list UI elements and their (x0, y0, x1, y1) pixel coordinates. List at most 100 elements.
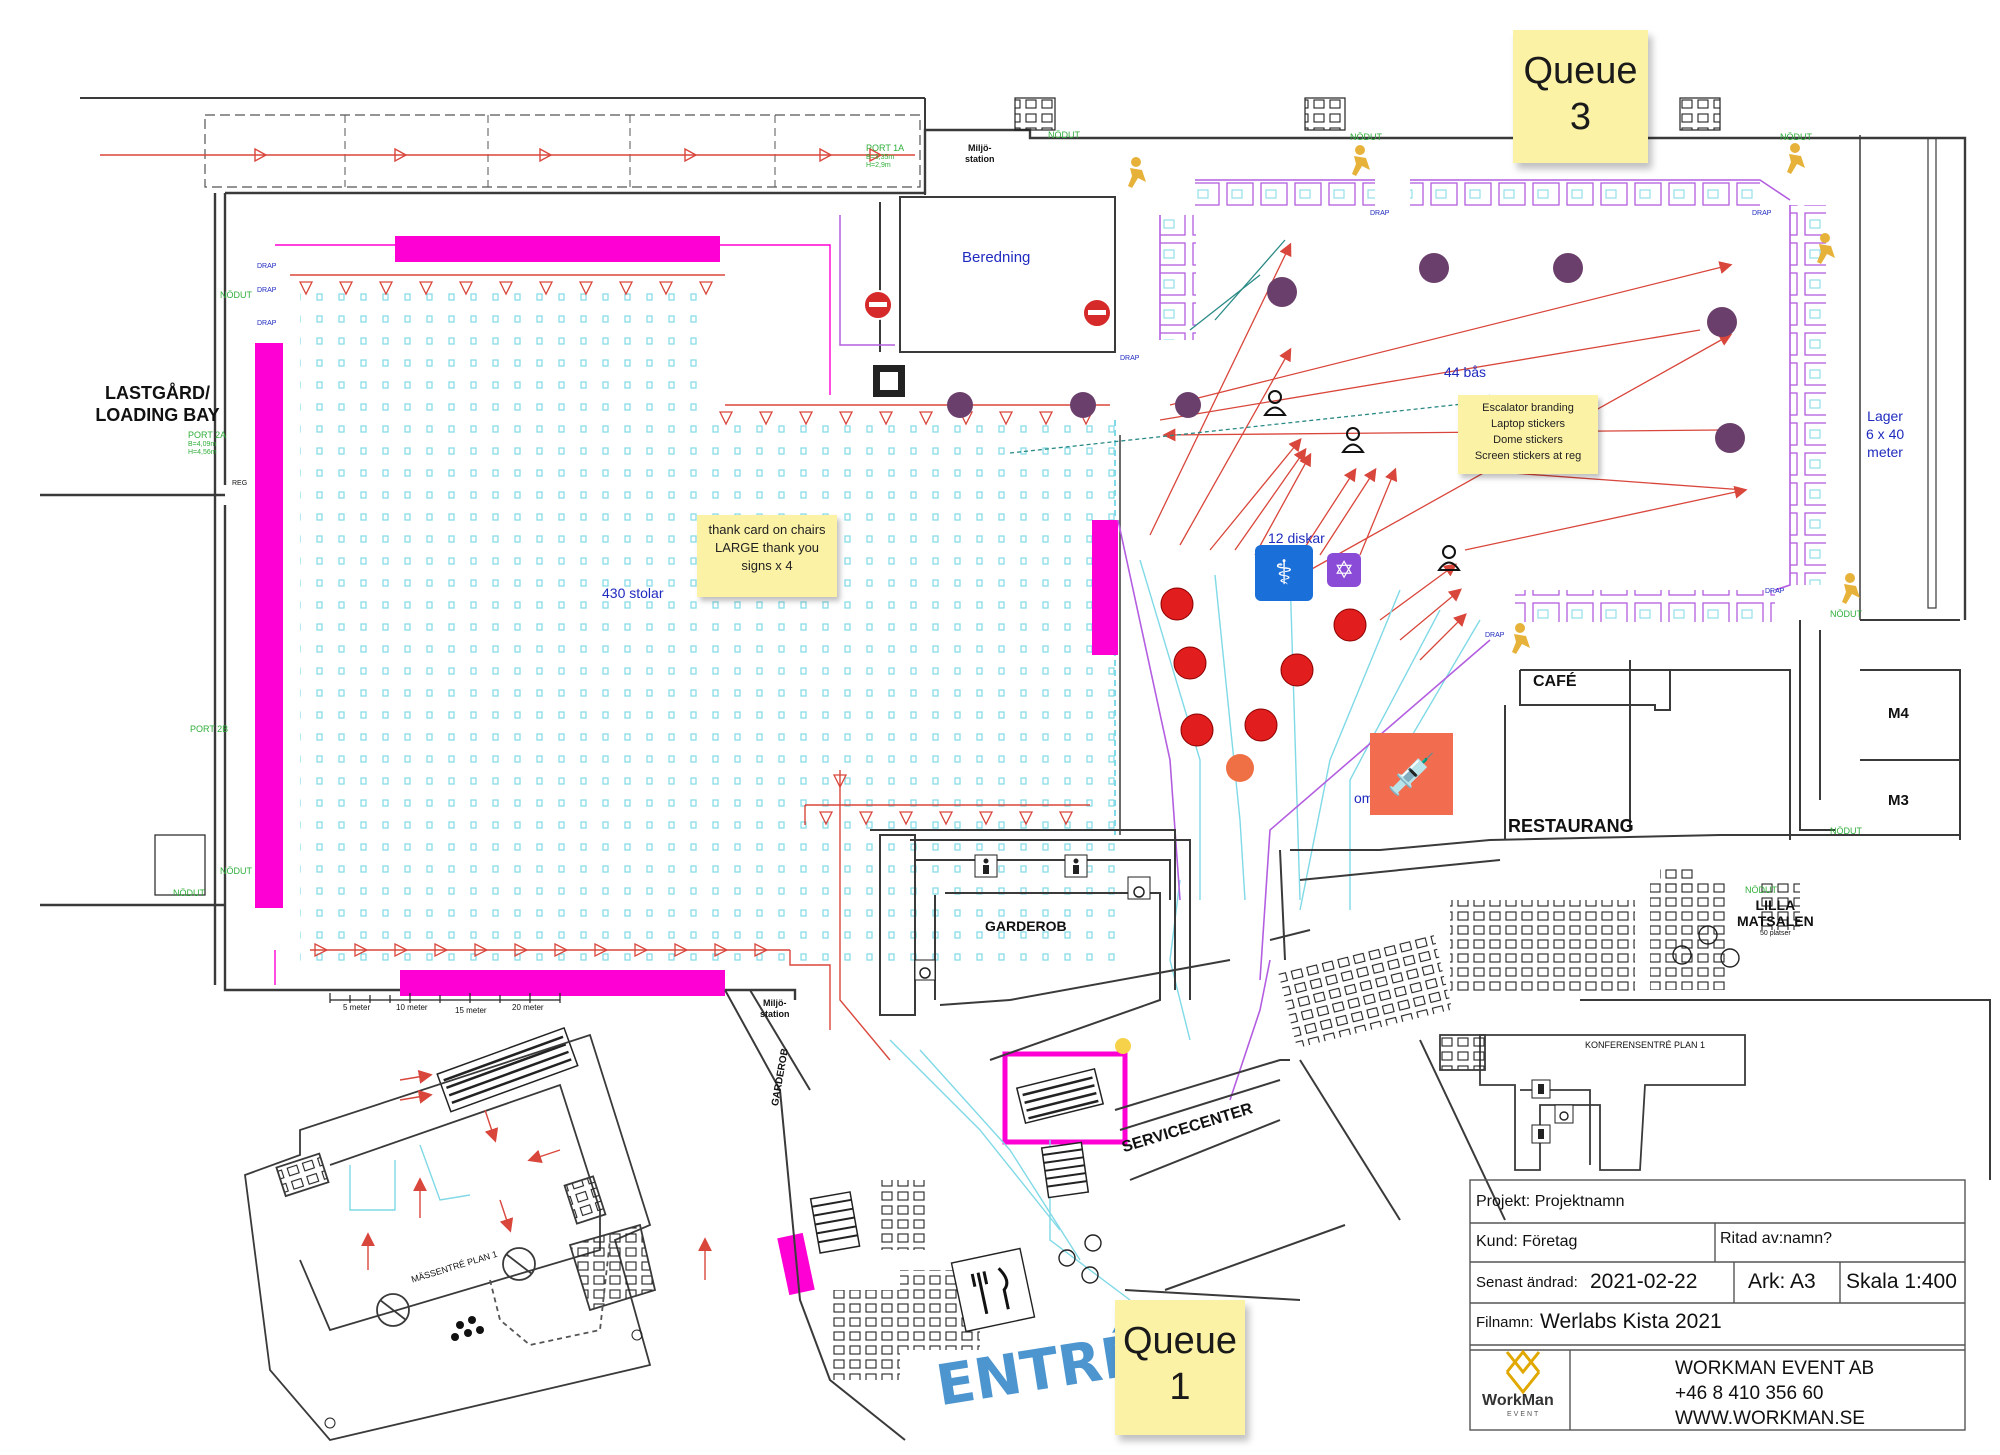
flower-icon (451, 1316, 484, 1341)
booth-area (1159, 135, 1937, 622)
lilla-line-1: LILLA (1755, 897, 1796, 913)
cafe-walls (1504, 620, 1835, 840)
lilla-line-3: 50 platser (1759, 930, 1791, 937)
port-1a-label: PORT 1A (866, 143, 905, 153)
drap-label-1: DRAP (257, 263, 277, 270)
lobby-walls (724, 619, 1991, 1441)
wheelchair-icon (1127, 876, 1151, 900)
note-line: LARGE thank you (714, 540, 820, 555)
sheet-size: Ark: A3 (1748, 1270, 1816, 1293)
circulation-lines (889, 559, 1481, 1301)
queue-number: 3 (1569, 96, 1592, 138)
nodut-label-1: NÖDUT (220, 290, 252, 300)
round-tables (1058, 925, 1740, 1284)
logo-wordmark: WorkMan (1482, 1392, 1554, 1409)
flow-lines (290, 274, 1110, 1061)
drap-label-2: DRAP (257, 287, 277, 294)
beredning-room (839, 196, 1116, 353)
drap-label-8: DRAP (1765, 588, 1785, 595)
scale-bar (329, 993, 561, 1003)
drap-label-3: DRAP (257, 320, 277, 327)
dot-marker (324, 1417, 336, 1429)
restaurang-label: RESTAURANG (1508, 816, 1634, 836)
escalator-branding-note[interactable]: Escalator branding Laptop stickers Dome … (1458, 395, 1598, 474)
scale-20m: 20 meter (512, 1003, 544, 1012)
queue-1-note[interactable]: Queue 1 (1115, 1300, 1245, 1435)
loading-corridor (80, 97, 926, 195)
purple-paths (1117, 519, 1491, 1101)
miljo-station-label-2: Miljö- station (760, 998, 790, 1020)
reg-label: REG (232, 480, 248, 487)
chairs-count-label: 430 stolar (602, 585, 664, 601)
miljo-line-1: Miljö- (968, 143, 992, 153)
flow-triangles (298, 281, 1094, 958)
nodut-label-6: NÖDUT (173, 888, 205, 898)
room-m3-label: M3 (1888, 792, 1909, 809)
miljo-line-2: station (760, 1009, 790, 1019)
note-line: signs x 4 (741, 558, 793, 573)
port-2a-dims: B=4,09m H=4,56m (188, 441, 217, 456)
drawing-scale: Skala 1:400 (1846, 1270, 1957, 1293)
workman-logo (1505, 1349, 1541, 1395)
note-line: Laptop stickers (1491, 418, 1565, 430)
desks-count-label: 12 diskar (1268, 530, 1325, 546)
loading-bay-line-1: LASTGÅRD/ (105, 383, 210, 403)
toilet-icon (974, 854, 998, 878)
company-name: WORKMAN EVENT AB (1675, 1358, 1875, 1379)
last-modified-value: 2021-02-22 (1590, 1270, 1698, 1293)
massentre-inset (244, 1033, 657, 1442)
queue-number: 1 (1169, 1366, 1191, 1408)
dot-marker (631, 1329, 643, 1341)
queue-label: Queue (1122, 1320, 1238, 1362)
person-icon (1437, 545, 1461, 571)
beredning-label: Beredning (962, 249, 1031, 266)
drap-label-5: DRAP (1752, 210, 1772, 217)
konferens-label: KONFERENSENTRÉ PLAN 1 (1585, 1040, 1706, 1050)
cocktail-tables (947, 253, 1745, 453)
company-web: WWW.WORKMAN.SE (1675, 1408, 1865, 1429)
filename-value: Werlabs Kista 2021 (1540, 1310, 1722, 1333)
miljo-station-label: Miljö- station (965, 143, 995, 165)
toilet-icon (1531, 1079, 1551, 1099)
seating-area (274, 244, 1121, 985)
miljo-line-1: Miljö- (763, 998, 787, 1008)
queue-3-note[interactable]: Queue 3 (1513, 30, 1648, 163)
nodut-label-2: NÖDUT (1048, 130, 1080, 140)
garderob-label: GARDEROB (985, 918, 1067, 934)
lager-line-2: 6 x 40 (1866, 426, 1905, 442)
person-icon (1341, 427, 1365, 453)
cutlery-icon (950, 1247, 1036, 1333)
nodut-label-7: NÖDUT (1830, 609, 1862, 619)
escalator-icon (436, 1026, 1105, 1254)
company-phone: +46 8 410 356 60 (1675, 1383, 1824, 1404)
scale-15m: 15 meter (455, 1006, 487, 1015)
no-entry-icon (863, 290, 893, 320)
client-name: Kund: Företag (1476, 1233, 1578, 1250)
massentre-flows (361, 1069, 712, 1280)
om-label: om (1354, 790, 1374, 806)
nodut-label-4: NÖDUT (1780, 132, 1812, 142)
queue-label: Queue (1523, 50, 1638, 92)
person-icon (1263, 390, 1287, 416)
garderob-area (879, 834, 1171, 1061)
drap-label-4: DRAP (1370, 210, 1390, 217)
scale-5m: 5 meter (343, 1003, 371, 1012)
wheelchair-icon (1554, 1104, 1574, 1124)
drawn-by: Ritad av:namn? (1720, 1230, 1833, 1247)
toilet-icon (1064, 854, 1088, 878)
miljo-line-2: station (965, 154, 995, 164)
port-2a-label: PORT 2A (188, 430, 227, 440)
massentre-circulation (349, 1144, 471, 1211)
lilla-line-2: MATSALEN (1737, 913, 1814, 929)
lager-label: Lager 6 x 40 meter (1866, 407, 1904, 461)
project-name: Projekt: Projektnamn (1476, 1193, 1625, 1210)
note-line: Screen stickers at reg (1474, 450, 1582, 462)
drap-label-7: DRAP (1485, 632, 1505, 639)
port-1a-dims: B=3,35m H=2,9m (866, 154, 895, 169)
nodut-label-5: NÖDUT (220, 866, 252, 876)
no-entry-icon (1082, 298, 1112, 328)
thank-you-note[interactable]: thank card on chairs LARGE thank you sig… (697, 515, 837, 597)
lager-line-3: meter (1867, 444, 1903, 460)
doctor-icon: ⚕ (1255, 545, 1313, 601)
